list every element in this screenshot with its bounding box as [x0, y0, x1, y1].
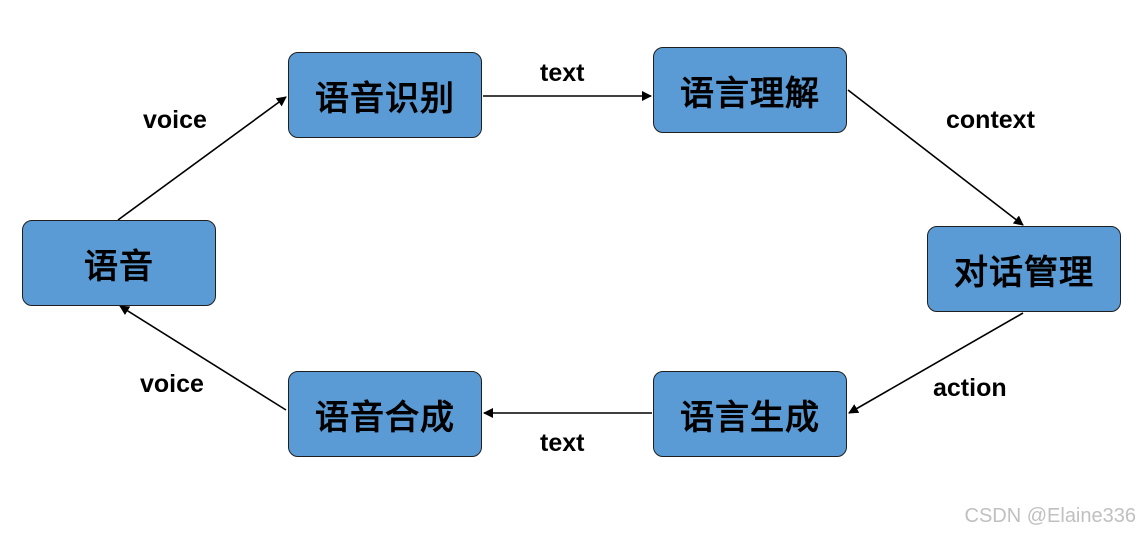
node-language-generation: 语言生成 [653, 371, 847, 457]
arrow-speech-to-recognition [117, 96, 287, 221]
node-dialog-management: 对话管理 [927, 226, 1121, 312]
edge-label-voice-in: voice [143, 106, 207, 134]
arrow-understanding-to-management [847, 89, 1024, 226]
node-language-understanding: 语言理解 [653, 47, 847, 133]
edge-label-context: context [946, 106, 1035, 134]
node-speech-synthesis: 语音合成 [288, 371, 482, 457]
edge-label-text-recognition: text [540, 59, 585, 87]
watermark: CSDN @Elaine336 [964, 505, 1137, 527]
edge-label-text-generation: text [540, 429, 585, 457]
edge-label-voice-out: voice [140, 370, 204, 398]
node-speech: 语音 [22, 220, 216, 306]
arrow-synthesis-to-speech [119, 305, 287, 411]
arrow-management-to-generation [848, 312, 1024, 414]
node-speech-recognition: 语音识别 [288, 52, 482, 138]
edge-label-action: action [933, 374, 1007, 402]
